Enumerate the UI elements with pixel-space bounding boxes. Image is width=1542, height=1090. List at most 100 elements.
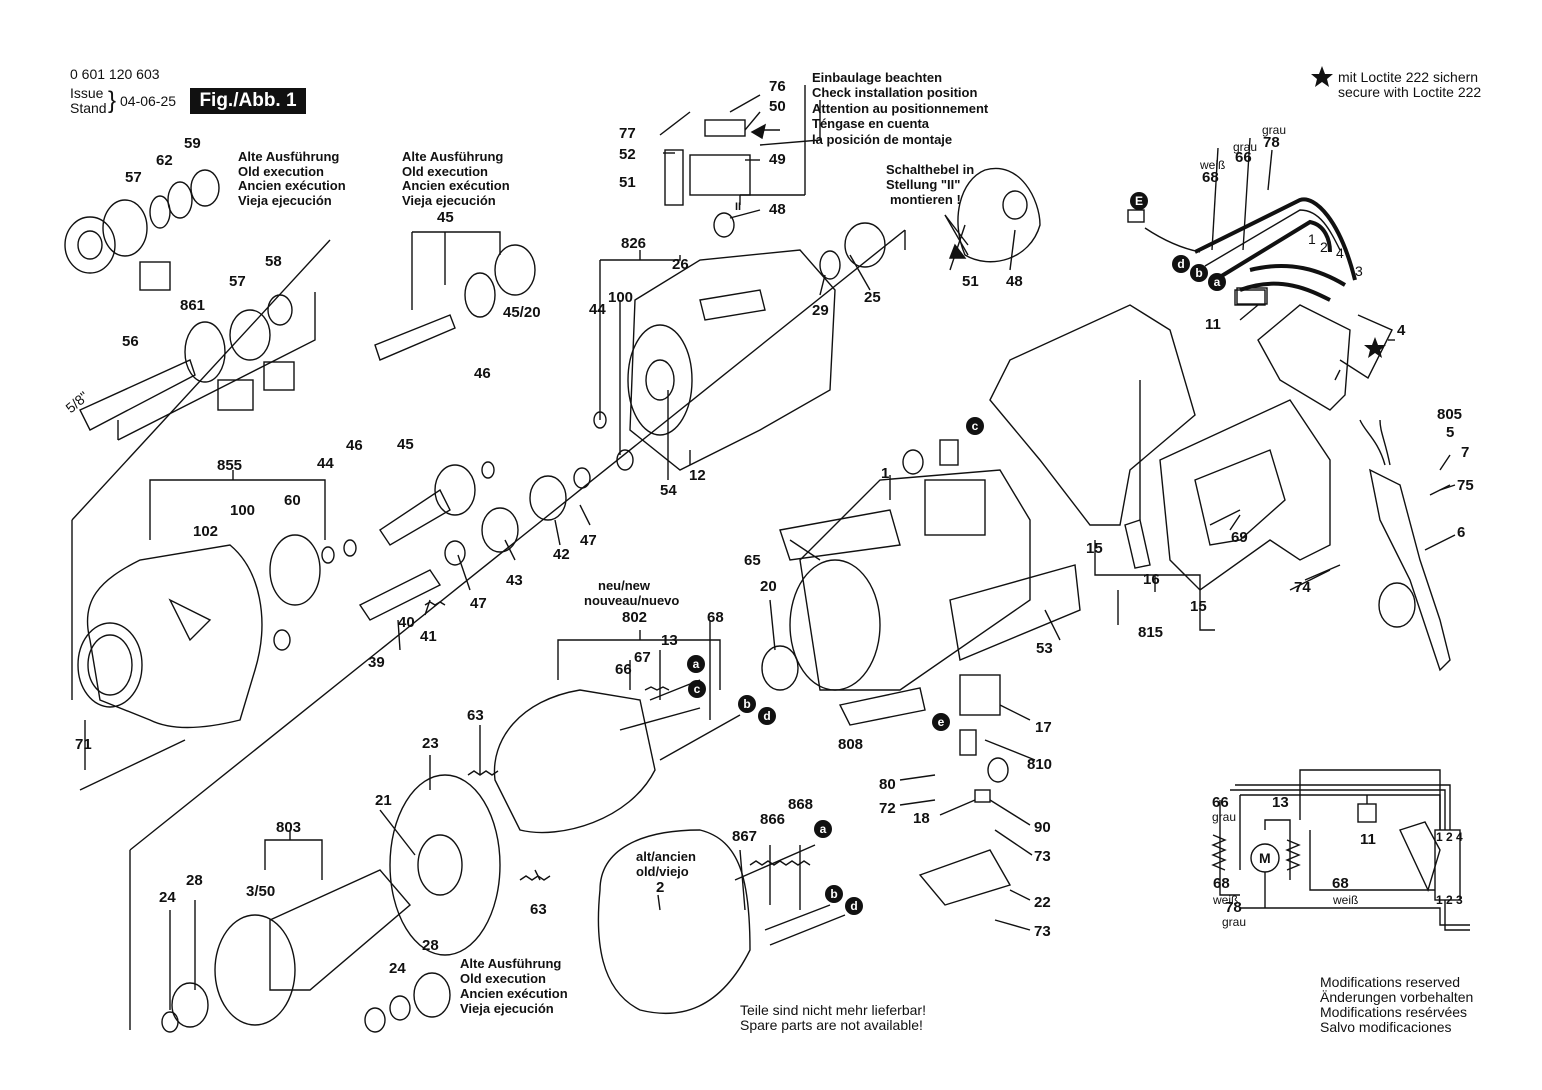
part-number: 39 bbox=[368, 654, 385, 671]
loctite-note-line1: mit Loctite 222 sichern bbox=[1338, 69, 1479, 85]
motor-symbol: M bbox=[1259, 850, 1271, 866]
connector-d-2: d bbox=[758, 707, 776, 725]
old-execution-1-es: Vieja ejecución bbox=[238, 193, 332, 208]
part-number: 56 bbox=[122, 333, 139, 350]
old-execution-2-es: Vieja ejecución bbox=[402, 193, 496, 208]
old-label-line2: old/viejo bbox=[636, 864, 689, 879]
part-number: 24 bbox=[159, 889, 176, 906]
part-number: 66 bbox=[1212, 794, 1229, 811]
connector-b-2: b bbox=[738, 695, 756, 713]
part-number: 18 bbox=[913, 810, 930, 827]
new-label-line1: neu/new bbox=[598, 578, 651, 593]
leader-lines bbox=[71, 85, 1456, 1030]
old-execution-3-es: Vieja ejecución bbox=[460, 1001, 554, 1016]
install-note-line3: Attention au positionnement bbox=[812, 101, 989, 116]
field-coils-armatures bbox=[161, 689, 751, 1033]
part-number: 48 bbox=[1006, 273, 1023, 290]
old-execution-3-fr: Ancien exécution bbox=[460, 986, 568, 1001]
part-number: 73 bbox=[1034, 848, 1051, 865]
part-number: 15 bbox=[1086, 540, 1103, 557]
part-number: 45 bbox=[397, 436, 414, 453]
issue-label: Issue bbox=[70, 85, 104, 101]
part-number: 45 bbox=[437, 209, 454, 226]
connector-a-1: a bbox=[1208, 273, 1226, 291]
modifications-line4: Salvo modificaciones bbox=[1320, 1019, 1452, 1035]
switch-note-line2: Stellung "II" bbox=[886, 177, 961, 192]
install-note-line1: Einbaulage beachten bbox=[812, 70, 943, 85]
connector-a-3: a bbox=[814, 820, 832, 838]
part-number: 58 bbox=[265, 253, 282, 270]
wiring-bundle bbox=[1127, 197, 1357, 305]
part-number: 26 bbox=[672, 256, 689, 273]
part-number: 805 bbox=[1437, 406, 1463, 423]
part-number: 25 bbox=[864, 289, 881, 306]
wire-label-grau-3: grau bbox=[1212, 810, 1237, 824]
switch-note-line3: montieren ! bbox=[890, 192, 961, 207]
connector-d-1: d bbox=[1172, 255, 1190, 273]
part-number: 52 bbox=[619, 146, 636, 163]
connector-d-3: d bbox=[845, 897, 863, 915]
part-number: 815 bbox=[1138, 624, 1164, 641]
old-execution-3-en: Old execution bbox=[460, 971, 546, 986]
old-execution-1-fr: Ancien exécution bbox=[238, 178, 346, 193]
part-number: 68 bbox=[1332, 875, 1349, 892]
part-number: 72 bbox=[879, 800, 896, 817]
part-number: 66 bbox=[1235, 149, 1252, 166]
switch-note-line1: Schalthebel in bbox=[886, 162, 975, 177]
part-number: 867 bbox=[732, 828, 758, 845]
part-number: 28 bbox=[186, 872, 203, 889]
install-note-line4: Téngase en cuenta bbox=[812, 116, 930, 131]
part-number: 47 bbox=[580, 532, 597, 549]
part-number: 17 bbox=[1035, 719, 1052, 736]
part-number: 68 bbox=[1213, 875, 1230, 892]
modifications-line3: Modifications resérvées bbox=[1320, 1004, 1468, 1020]
switch-terminals-bottom: 1 2 3 bbox=[1436, 893, 1463, 907]
wire-number-3: 3 bbox=[1355, 263, 1363, 279]
old-execution-3-de: Alte Ausführung bbox=[460, 956, 562, 971]
modifications-line2: Änderungen vorbehalten bbox=[1320, 989, 1474, 1005]
part-number: 69 bbox=[1231, 529, 1248, 546]
switch-terminals-top: 1 2 4 bbox=[1436, 830, 1463, 844]
wire-number-2: 2 bbox=[1320, 239, 1328, 255]
part-number: 44 bbox=[317, 455, 334, 472]
part-number: 6 bbox=[1457, 524, 1466, 541]
issue-date: 04-06-25 bbox=[120, 93, 177, 109]
part-number: 29 bbox=[812, 302, 829, 319]
part-number: 66 bbox=[615, 661, 632, 678]
connector-c-1: c bbox=[966, 417, 984, 435]
wire-label-weiss-1: weiß bbox=[1200, 158, 1226, 172]
old-execution-2-de: Alte Ausführung bbox=[402, 149, 504, 164]
part-number: 11 bbox=[1360, 831, 1376, 848]
part-number: 1 bbox=[881, 465, 890, 482]
spring-parts bbox=[424, 601, 811, 881]
part-number: 100 bbox=[608, 289, 634, 306]
part-number: 75 bbox=[1457, 477, 1474, 494]
part-number: 22 bbox=[1034, 894, 1051, 911]
not-available-line2: Spare parts are not available! bbox=[740, 1017, 923, 1033]
part-number: 78 bbox=[1225, 899, 1242, 916]
loctite-star-icons bbox=[1311, 66, 1386, 358]
modifications-line1: Modifications reserved bbox=[1320, 974, 1461, 990]
part-number: 826 bbox=[621, 235, 647, 252]
old-execution-1-en: Old execution bbox=[238, 164, 324, 179]
new-label-line2: nouveau/nuevo bbox=[584, 593, 680, 608]
part-number: 46 bbox=[474, 365, 491, 382]
part-number: 100 bbox=[230, 502, 256, 519]
gear-housing-rear bbox=[627, 249, 836, 471]
part-number: 24 bbox=[389, 960, 406, 977]
part-number: 855 bbox=[217, 457, 243, 474]
part-number: 65 bbox=[744, 552, 761, 569]
part-number: 60 bbox=[284, 492, 301, 509]
wire-number-4: 4 bbox=[1336, 245, 1344, 261]
switch-and-cable bbox=[1257, 304, 1451, 672]
install-note-line2: Check installation position bbox=[812, 85, 978, 100]
document-number: 0 601 120 603 bbox=[70, 66, 160, 82]
part-number: 77 bbox=[619, 125, 636, 142]
stand-label: Stand bbox=[70, 100, 107, 116]
loctite-note-line2: secure with Loctite 222 bbox=[1338, 84, 1482, 100]
part-number: 2 bbox=[656, 879, 665, 896]
part-number: 76 bbox=[769, 78, 786, 95]
motor-housing bbox=[779, 469, 1081, 726]
part-number: 49 bbox=[769, 151, 786, 168]
